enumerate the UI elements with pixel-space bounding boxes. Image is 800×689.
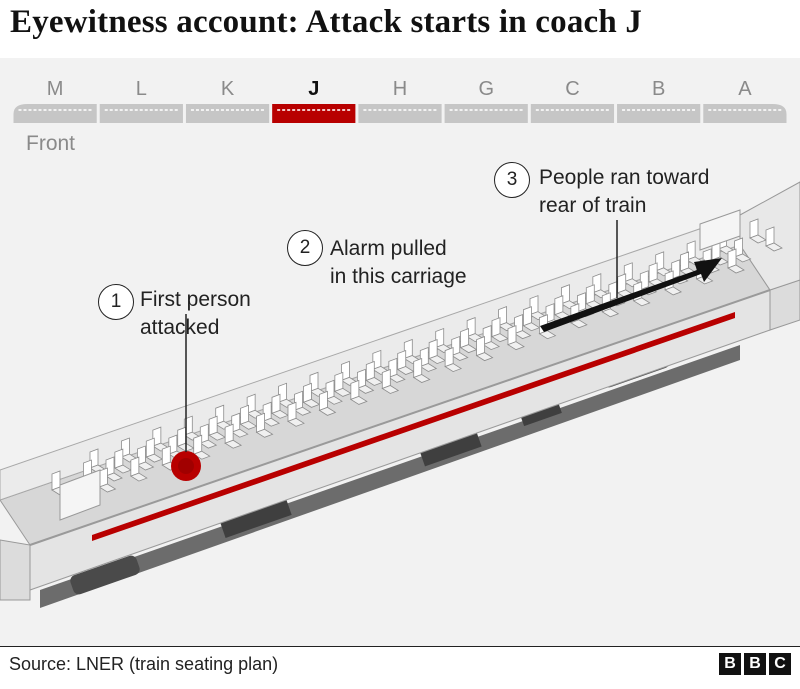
seat xyxy=(450,335,469,361)
seat xyxy=(192,434,211,460)
coach-label-g: G xyxy=(478,78,494,100)
seat xyxy=(513,314,532,340)
seat xyxy=(749,218,767,244)
callout-3-line1: People ran toward xyxy=(539,166,710,189)
coach-j xyxy=(272,104,356,123)
seat xyxy=(129,456,148,482)
coach-label-l: L xyxy=(135,78,147,100)
seat xyxy=(396,349,415,375)
carriage-underframe xyxy=(40,345,740,608)
seat xyxy=(349,379,368,405)
seat xyxy=(491,317,509,343)
seat xyxy=(293,390,312,416)
seat xyxy=(318,390,337,416)
front-label: Front xyxy=(26,132,76,155)
page-title: Eyewitness account: Attack starts in coa… xyxy=(10,4,643,40)
coach-label-k: K xyxy=(220,78,235,100)
seat xyxy=(765,226,783,252)
coach-label-j: J xyxy=(308,78,320,100)
callout-1-line2: attacked xyxy=(140,316,220,339)
seat xyxy=(199,423,218,449)
bbc-logo: B B C xyxy=(719,653,791,675)
seat xyxy=(333,371,352,397)
red-stripe xyxy=(92,312,735,541)
seat xyxy=(365,360,384,386)
partition-front xyxy=(59,469,101,521)
coach-label-m: M xyxy=(46,78,64,100)
seat xyxy=(287,401,305,427)
coach-b xyxy=(617,104,701,123)
callout-1-text: First person attacked xyxy=(140,286,251,342)
callout-2-text: Alarm pulled in this carriage xyxy=(330,235,467,291)
seat xyxy=(522,306,541,332)
logo-letter: C xyxy=(769,653,791,675)
callout-1-line1: First person xyxy=(140,288,251,311)
callout-3-text: People ran toward rear of train xyxy=(539,164,709,220)
callout-3-line2: rear of train xyxy=(539,194,647,217)
seat xyxy=(208,415,227,441)
seat xyxy=(412,357,431,383)
coach-label-c: C xyxy=(565,78,580,100)
callout-2-line2: in this carriage xyxy=(330,265,467,288)
seat xyxy=(529,295,547,321)
seat xyxy=(255,412,274,438)
seat xyxy=(507,325,525,351)
seat xyxy=(475,336,494,362)
adjacent-coach-front xyxy=(0,539,31,601)
coach-label-a: A xyxy=(738,78,752,100)
coach-c xyxy=(530,104,615,123)
callout-2-number: 2 xyxy=(287,230,323,266)
seat xyxy=(302,382,321,408)
partition-rear xyxy=(699,209,741,251)
seat xyxy=(113,448,132,474)
bogie-front xyxy=(70,555,140,595)
callout-2-line1: Alarm pulled xyxy=(330,237,447,260)
seat xyxy=(482,324,501,351)
coach-h xyxy=(358,104,442,123)
seat xyxy=(727,248,745,274)
seat xyxy=(428,338,447,365)
attack-marker-inner xyxy=(178,458,194,474)
coach-g xyxy=(444,104,528,123)
seat xyxy=(262,401,281,427)
coach-m xyxy=(13,104,97,123)
seat xyxy=(136,445,155,471)
seat xyxy=(381,368,400,394)
seat xyxy=(224,423,243,449)
callout-1-number: 1 xyxy=(98,284,134,320)
logo-letter: B xyxy=(719,653,741,675)
carriage-illustration xyxy=(0,181,800,608)
escape-arrow xyxy=(540,258,722,332)
callout-3-number: 3 xyxy=(494,162,530,198)
logo-letter: B xyxy=(744,653,766,675)
footer-rule xyxy=(0,646,800,647)
coach-l xyxy=(99,104,183,123)
seat xyxy=(239,404,258,430)
footer: Source: LNER (train seating plan) B B C xyxy=(0,646,800,689)
coach-a xyxy=(703,104,787,123)
seat xyxy=(356,368,375,394)
seat xyxy=(230,412,249,438)
seat xyxy=(444,346,463,373)
coach-label-b: B xyxy=(651,78,666,100)
seat xyxy=(733,237,752,263)
seat xyxy=(419,346,438,372)
coach-label-h: H xyxy=(392,78,408,100)
seat xyxy=(325,379,343,405)
seat xyxy=(459,328,478,354)
seat xyxy=(387,357,406,383)
near-rim xyxy=(29,289,771,546)
seat xyxy=(105,456,123,482)
source-note: Source: LNER (train seating plan) xyxy=(9,654,279,674)
coach-strip xyxy=(13,104,787,123)
coach-k xyxy=(185,104,270,123)
